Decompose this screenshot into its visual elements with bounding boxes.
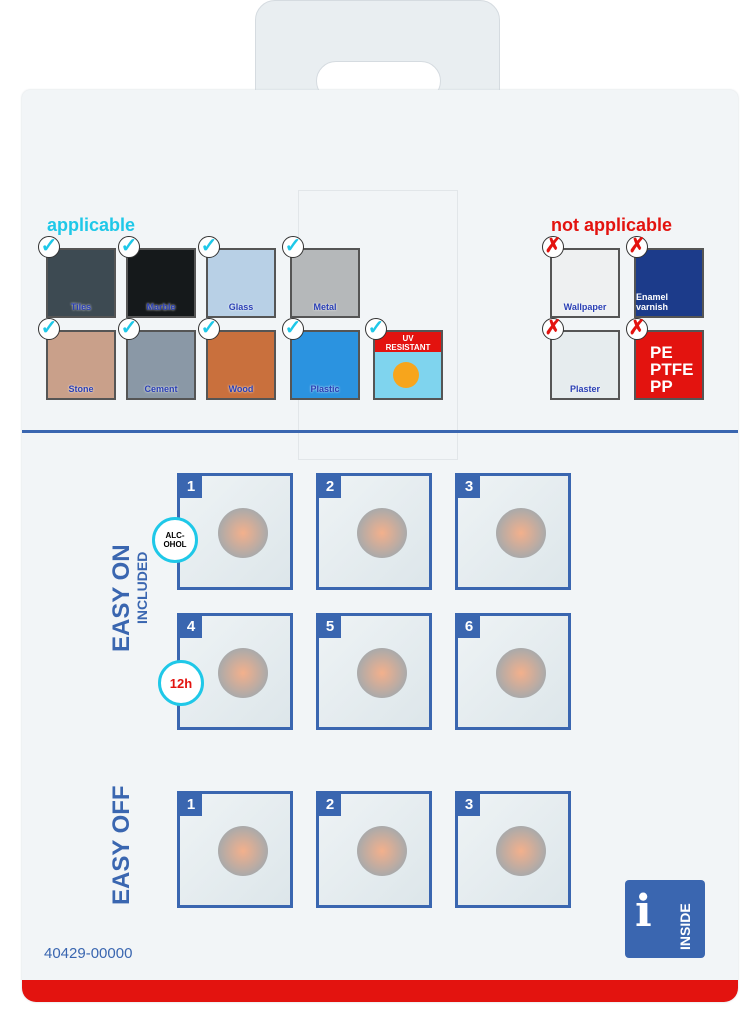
tile-label: Cement	[144, 384, 178, 394]
check-icon: ✓	[118, 236, 140, 258]
tile-label: Glass	[228, 302, 254, 312]
tile-metal: ✓ Metal	[282, 236, 360, 318]
step-number: 4	[180, 616, 202, 638]
step-illustration	[357, 508, 407, 558]
step-number: 2	[319, 476, 341, 498]
step-number: 3	[458, 794, 480, 816]
red-bottom-bar	[22, 980, 738, 1002]
check-icon: ✓	[38, 236, 60, 258]
tile-wallpaper: ✗ Wallpaper	[542, 236, 620, 318]
plastic-pe: PE	[650, 343, 673, 362]
tile-label: Marble	[146, 302, 176, 312]
divider	[22, 430, 738, 433]
alcohol-bottle-icon: ALC-OHOL	[152, 517, 198, 563]
easy-off-step-1: 1	[177, 791, 293, 908]
tile-label: Tiles	[70, 302, 92, 312]
easy-off-step-3: 3	[455, 791, 571, 908]
tile-cement: ✓ Cement	[118, 318, 196, 400]
tile-plaster: ✗ Plaster	[542, 318, 620, 400]
tile-uv-resistant: ✓ UV RESISTANT	[365, 318, 443, 400]
check-icon: ✓	[198, 318, 220, 340]
uv-line1: UV	[402, 334, 414, 343]
applicable-heading: applicable	[47, 215, 136, 235]
tile-label: Enamel varnish	[636, 292, 669, 312]
cross-icon: ✗	[626, 318, 648, 340]
step-number: 3	[458, 476, 480, 498]
tile-label: Plaster	[569, 384, 601, 394]
easy-on-subtitle: INCLUDED	[134, 551, 150, 624]
tile-stone: ✓ Stone	[38, 318, 116, 400]
timer-12h-icon: 12h	[158, 660, 204, 706]
tile-label: Wallpaper	[563, 302, 607, 312]
uv-line2: RESISTANT	[385, 343, 431, 352]
inside-label: INSIDE	[677, 903, 693, 950]
step-illustration	[496, 648, 546, 698]
step-illustration	[218, 648, 268, 698]
easy-off-title: EASY OFF	[108, 785, 135, 905]
tile-glass: ✓ Glass	[198, 236, 276, 318]
cross-icon: ✗	[542, 236, 564, 258]
plastic-pp: PP	[650, 377, 673, 396]
tile-label: Stone	[68, 384, 94, 394]
step-illustration	[357, 826, 407, 876]
easy-on-step-3: 3	[455, 473, 571, 590]
easy-on-step-2: 2	[316, 473, 432, 590]
plastic-ptfe: PTFE	[650, 360, 694, 379]
step-number: 5	[319, 616, 341, 638]
cross-icon: ✗	[626, 236, 648, 258]
tile-plastic: ✓ Plastic	[282, 318, 360, 400]
tile-enamel-varnish: ✗ Enamel varnish	[626, 236, 704, 318]
check-icon: ✓	[365, 318, 387, 340]
step-illustration	[218, 826, 268, 876]
easy-on-step-6: 6	[455, 613, 571, 730]
step-illustration	[496, 508, 546, 558]
step-number: 1	[180, 476, 202, 498]
check-icon: ✓	[282, 236, 304, 258]
article-code: 40429-00000	[44, 945, 133, 962]
step-number: 6	[458, 616, 480, 638]
not-applicable-heading: not applicable	[551, 215, 673, 235]
tile-label: Wood	[228, 384, 254, 394]
easy-on-step-5: 5	[316, 613, 432, 730]
check-icon: ✓	[38, 318, 60, 340]
tile-wood: ✓ Wood	[198, 318, 276, 400]
easy-on-title: EASY ON	[108, 544, 135, 652]
tile-label: Plastic	[310, 384, 340, 394]
tile-marble: ✓ Marble	[118, 236, 196, 318]
cross-icon: ✗	[542, 318, 564, 340]
step-number: 2	[319, 794, 341, 816]
step-illustration	[218, 508, 268, 558]
step-illustration	[357, 648, 407, 698]
sun-icon	[393, 362, 419, 388]
step-illustration	[496, 826, 546, 876]
check-icon: ✓	[282, 318, 304, 340]
tile-tiles: ✓ Tiles	[38, 236, 116, 318]
tile-plastics: ✗ PE PTFE PP	[626, 318, 704, 400]
tile-label: Metal	[313, 302, 337, 312]
check-icon: ✓	[118, 318, 140, 340]
easy-off-step-2: 2	[316, 791, 432, 908]
step-number: 1	[180, 794, 202, 816]
check-icon: ✓	[198, 236, 220, 258]
